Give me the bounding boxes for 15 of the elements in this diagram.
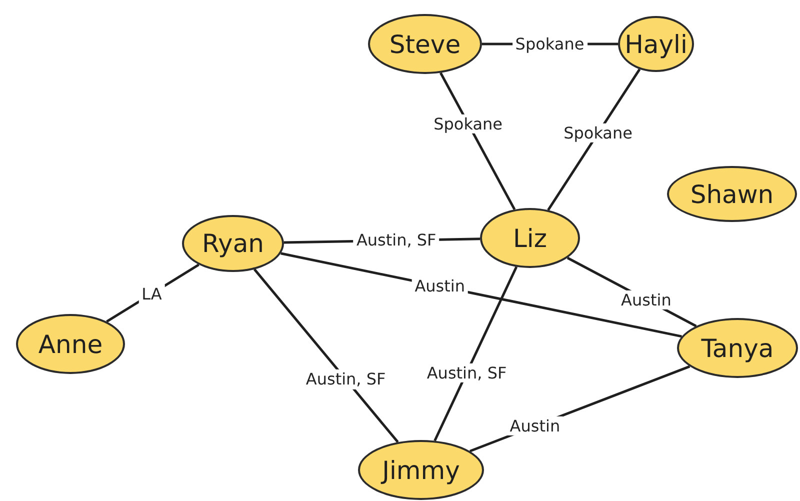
person-name: Jimmy bbox=[382, 456, 460, 484]
person-name: Tanya bbox=[701, 334, 774, 362]
edge-label: Austin, SF bbox=[353, 230, 440, 250]
person-name: Liz bbox=[513, 224, 547, 252]
edge-label: Spokane bbox=[512, 34, 588, 54]
connector-line bbox=[440, 72, 516, 210]
person-name: Steve bbox=[389, 30, 461, 58]
edge-label: LA bbox=[138, 284, 165, 304]
person-name: Anne bbox=[38, 330, 103, 358]
person-name: Shawn bbox=[690, 180, 774, 208]
edge-label: Austin bbox=[506, 416, 564, 436]
person-name: Hayli bbox=[624, 30, 688, 58]
connector-line bbox=[434, 266, 518, 442]
person-name: Ryan bbox=[202, 229, 264, 258]
edge-label: Austin bbox=[412, 276, 468, 296]
